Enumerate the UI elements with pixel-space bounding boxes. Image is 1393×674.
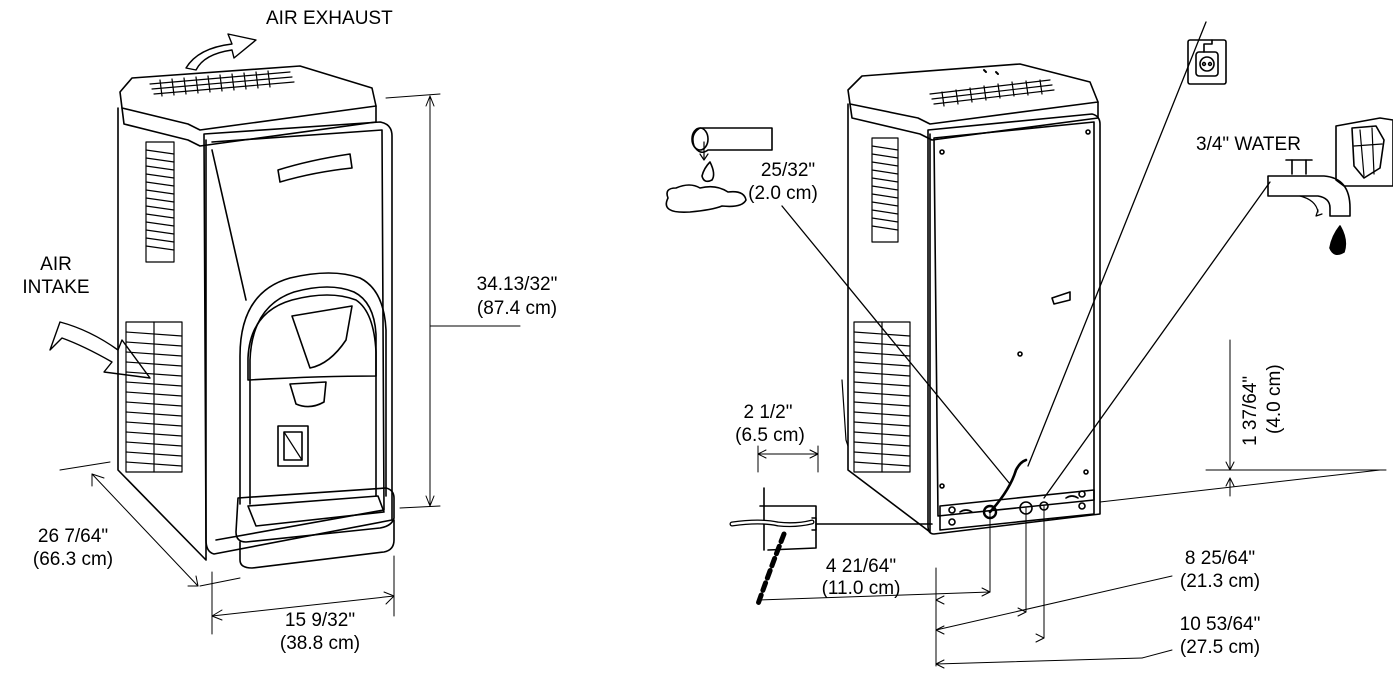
connection-strip xyxy=(939,489,1095,531)
water-faucet-icon xyxy=(1267,159,1351,256)
dispensing-arch xyxy=(239,272,387,505)
air-exhaust-arrow xyxy=(185,33,257,71)
power-offset-in: 8 25/64" xyxy=(1184,548,1256,569)
water-connection-label: 3/4" WATER xyxy=(1196,134,1301,155)
drain-size-in: 25/32" xyxy=(760,160,816,181)
front-handle-slot xyxy=(277,153,353,183)
ice-chute xyxy=(289,381,327,408)
drain-offset-cm: (11.0 cm) xyxy=(821,578,901,599)
air-intake-label-line2: INTAKE xyxy=(22,277,90,298)
side-offset-cm: (6.5 cm) xyxy=(735,425,805,446)
dimension-lines-right xyxy=(757,339,1387,669)
depth-dimension-in: 26 7/64" xyxy=(37,526,109,547)
dimension-lines-left xyxy=(59,93,521,635)
water-offset-cm: (27.5 cm) xyxy=(1179,637,1261,658)
rear-side-vent-upper xyxy=(871,137,899,243)
dispenser-side-panel xyxy=(117,107,207,561)
rear-side-panel xyxy=(847,103,931,533)
drain-pipe-icon xyxy=(665,127,773,214)
air-intake-arrow xyxy=(49,321,151,379)
connection-height-in: 1 37/64" xyxy=(1240,375,1261,446)
electrical-outlet-icon xyxy=(1187,39,1227,85)
depth-dimension-cm: (66.3 cm) xyxy=(32,549,114,570)
leader-lines xyxy=(781,21,1271,499)
connection-height-cm: (4.0 cm) xyxy=(1264,364,1285,434)
control-panel xyxy=(247,294,377,381)
water-offset-in: 10 53/64" xyxy=(1179,614,1261,635)
rear-panel xyxy=(927,113,1101,535)
rear-side-vent-lower xyxy=(853,321,911,473)
side-vent-lower xyxy=(125,321,183,473)
height-dimension-cm: (87.4 cm) xyxy=(476,298,558,319)
dispenser-rear-view xyxy=(841,63,1101,535)
side-offset-in: 2 1/2" xyxy=(743,402,793,423)
water-filter-icon xyxy=(1335,117,1393,187)
drip-tray xyxy=(235,487,395,543)
dispenser-front-view xyxy=(117,65,395,569)
width-dimension-cm: (38.8 cm) xyxy=(279,633,361,654)
drain-offset-in: 4 21/64" xyxy=(825,556,897,577)
rear-handle xyxy=(1051,291,1071,305)
water-nozzle xyxy=(277,425,309,467)
power-offset-cm: (21.3 cm) xyxy=(1179,571,1261,592)
side-connection-detail xyxy=(729,487,933,607)
dispenser-base xyxy=(239,519,395,569)
drain-size-cm: (2.0 cm) xyxy=(748,183,818,204)
air-intake-label-line1: AIR xyxy=(40,254,72,275)
air-exhaust-label: AIR EXHAUST xyxy=(266,8,393,29)
side-vent-upper xyxy=(145,141,175,263)
dispenser-front-panel xyxy=(203,121,393,555)
height-dimension-in: 34.13/32" xyxy=(476,274,558,295)
exhaust-grille xyxy=(149,70,295,97)
rear-exhaust-grille xyxy=(929,79,1055,107)
width-dimension-in: 15 9/32" xyxy=(284,610,356,631)
